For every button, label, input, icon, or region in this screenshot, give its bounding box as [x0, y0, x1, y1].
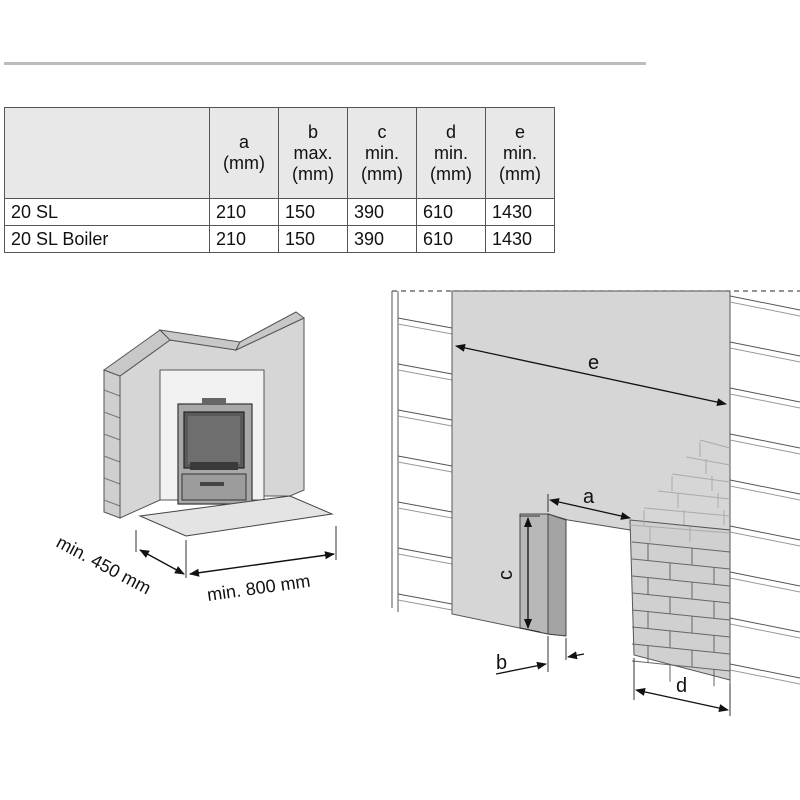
dimension-b-leader-right: [567, 651, 585, 660]
dimension-a-line: [549, 498, 631, 520]
brick-line: [729, 571, 800, 587]
label-a: a: [583, 486, 595, 508]
brick-line: [729, 577, 800, 593]
brick-line: [729, 439, 800, 455]
brick-line: [397, 369, 453, 381]
table-crop-mask: [0, 259, 800, 279]
brick-line: [671, 473, 731, 483]
inner-brick-courses: [631, 541, 731, 687]
top-divider: [4, 62, 646, 65]
brick-line: [397, 461, 453, 473]
dimension-b-leader: [495, 661, 547, 675]
brick-line: [729, 479, 800, 495]
brick-line: [729, 295, 800, 311]
brick-line: [699, 439, 731, 449]
table-row: 20 SL 210 150 390 610 1430: [4, 198, 555, 226]
row-value-c: 390: [347, 225, 417, 253]
depth-label: min. 450 mm: [53, 532, 154, 598]
depth-dimension-line: [139, 549, 185, 575]
stove-glass: [188, 416, 240, 464]
brick-line: [397, 363, 453, 375]
label-c: c: [495, 570, 517, 580]
row-value-e: 1430: [485, 225, 555, 253]
faded-brick-courses: [629, 439, 731, 542]
dimension-e-line: [455, 343, 727, 407]
row-value-a: 210: [209, 198, 279, 226]
brick-line: [397, 547, 453, 559]
row-value-c: 390: [347, 198, 417, 226]
row-model: 20 SL Boiler: [4, 225, 210, 253]
brick-line: [685, 456, 731, 466]
row-value-a: 210: [209, 225, 279, 253]
brick-line: [729, 341, 800, 357]
side-brick-lines: [103, 389, 121, 507]
brick-line: [397, 415, 453, 427]
wall-elevation-figure: e a c b d: [391, 290, 800, 716]
brick-line: [729, 617, 800, 633]
brick-line: [643, 507, 731, 517]
header-cell-blank: [4, 107, 210, 199]
row-value-b: 150: [278, 198, 348, 226]
wall-top-right: [234, 311, 305, 352]
brick-line: [729, 623, 800, 639]
dimension-c-ext-bottom: [519, 627, 541, 633]
brick-line: [729, 663, 800, 679]
header-cell-b: b max. (mm): [278, 107, 348, 199]
width-dimension-line: [189, 551, 335, 577]
drawer-handle: [200, 482, 224, 486]
left-brick-column: [391, 291, 399, 612]
brick-line: [729, 525, 800, 541]
inner-brick-panel: [629, 519, 731, 681]
fireplace-perspective-figure: min. 450 mm min. 800 mm: [53, 311, 337, 605]
stove-fire-grate: [190, 462, 238, 470]
brick-line: [629, 524, 731, 534]
brick-line: [397, 553, 453, 565]
brick-line: [729, 301, 800, 317]
brick-line: [729, 433, 800, 449]
header-cell-d: d min. (mm): [416, 107, 486, 199]
brick-line: [729, 669, 800, 685]
brick-line: [397, 317, 453, 329]
brick-line: [729, 531, 800, 547]
ash-drawer: [181, 473, 247, 501]
left-brick-courses: [397, 317, 453, 611]
brick-line: [729, 393, 800, 409]
row-value-d: 610: [416, 198, 486, 226]
brick-line: [397, 409, 453, 421]
label-e: e: [588, 352, 599, 374]
label-d: d: [676, 675, 687, 697]
brick-line: [397, 507, 453, 519]
header-cell-c: c min. (mm): [347, 107, 417, 199]
brick-line: [729, 387, 800, 403]
stove-vent: [202, 398, 226, 404]
brick-line: [397, 323, 453, 335]
right-brick-courses: [729, 295, 800, 685]
header-cell-e: e min. (mm): [485, 107, 555, 199]
brick-line: [397, 599, 453, 611]
floor-plate: [138, 495, 334, 537]
spec-table: a (mm) b max. (mm) c min. (mm) d min. (m…: [4, 107, 555, 253]
table-row: 20 SL Boiler 210 150 390 610 1430: [4, 225, 555, 253]
label-b: b: [496, 652, 507, 674]
brick-line: [397, 455, 453, 467]
brick-line: [729, 485, 800, 501]
row-value-d: 610: [416, 225, 486, 253]
width-label: min. 800 mm: [206, 571, 312, 605]
brick-line: [397, 501, 453, 513]
brick-line: [397, 593, 453, 605]
brick-line: [729, 347, 800, 363]
dimension-d-line: [635, 688, 729, 712]
wall-side-edge: [103, 369, 121, 519]
table-header-row: a (mm) b max. (mm) c min. (mm) d min. (m…: [4, 107, 555, 199]
insulation-board-side: [547, 513, 567, 637]
